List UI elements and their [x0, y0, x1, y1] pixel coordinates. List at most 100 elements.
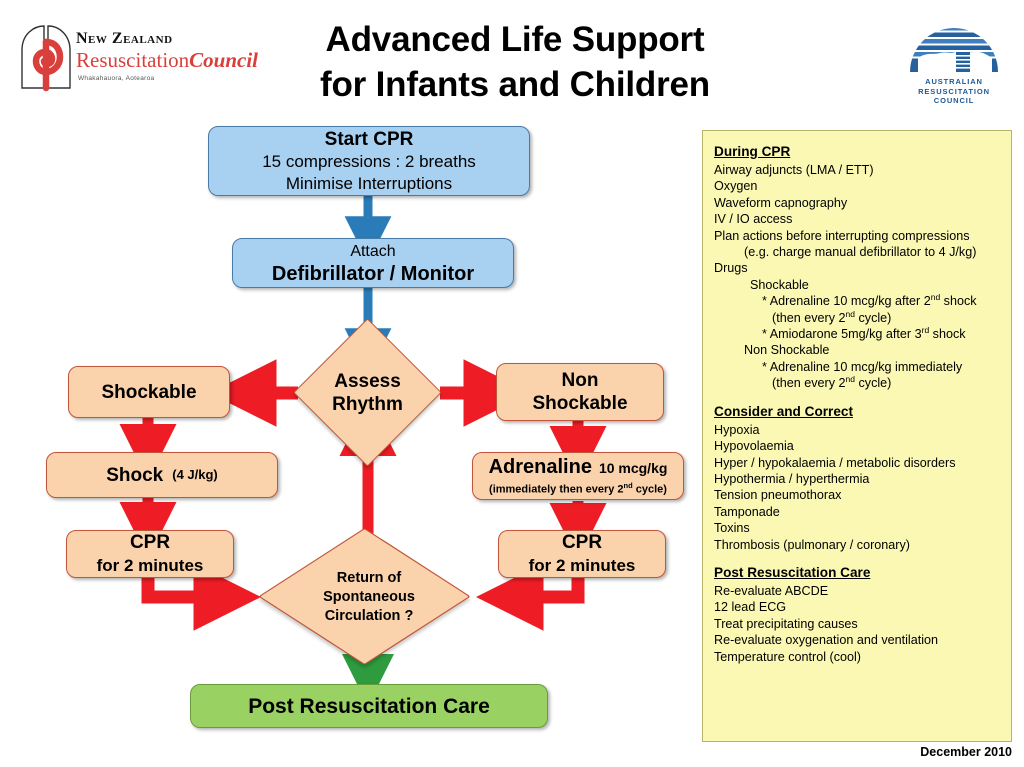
dc9-text: (then every 2: [772, 310, 846, 325]
page-title: Advanced Life Support for Infants and Ch…: [250, 17, 780, 107]
nz-logo-line2: ResuscitationCouncil: [76, 48, 258, 73]
during-cpr-item-10: * Amiodarone 5mg/kg after 3rd shock: [714, 326, 1002, 342]
cpr-left-line1: CPR: [129, 532, 171, 553]
adrenaline-main-row: Adrenaline 10 mcg/kg: [489, 456, 668, 479]
panel-spacer-1: [714, 392, 1002, 403]
assess-line2: Rhythm: [332, 393, 403, 415]
during-cpr-item-11: Non Shockable: [744, 343, 830, 358]
assess-rhythm-label: Assess Rhythm: [315, 340, 420, 445]
shock-label: Shock: [106, 464, 164, 486]
post-care-label: Post Resuscitation Care: [248, 694, 490, 718]
during-cpr-item-7: Shockable: [750, 277, 809, 292]
rosc-line3: Circulation ?: [324, 607, 414, 624]
post-resus-item-2: Treat precipitating causes: [714, 616, 858, 631]
rosc-line2: Spontaneous: [323, 588, 415, 605]
dc13-sup: nd: [845, 374, 855, 385]
nz-logo-council: Council: [189, 48, 259, 72]
during-cpr-item-0: Airway adjuncts (LMA / ETT): [714, 163, 874, 177]
adrenaline-note: (immediately then every 2nd cycle): [489, 479, 667, 497]
consider-item-7: Thrombosis (pulmonary / coronary): [714, 537, 910, 552]
consider-item-2: Hyper / hypokalaemia / metabolic disorde…: [714, 455, 956, 470]
nz-logo-line1: New Zealand: [76, 30, 173, 47]
nz-logo-line3: Whakahauora, Aotearoa: [78, 75, 155, 82]
title-line-2: for Infants and Children: [320, 65, 710, 104]
dc9-end: cycle): [854, 310, 892, 325]
start-cpr-line2: 15 compressions : 2 breaths: [262, 151, 476, 171]
shockable-label: Shockable: [101, 381, 197, 403]
node-post-resuscitation-care[interactable]: Post Resuscitation Care: [190, 684, 548, 728]
during-cpr-item-1: Oxygen: [714, 179, 758, 194]
consider-item-1: Hypovolaemia: [714, 439, 794, 454]
dc9-sup: nd: [845, 308, 855, 319]
post-resus-item-3: Re-evaluate oxygenation and ventilation: [714, 633, 939, 648]
cpr-left-line2: for 2 minutes: [96, 556, 204, 575]
post-resus-item-0: Re-evaluate ABCDE: [714, 583, 829, 598]
dc10-end: shock: [929, 327, 966, 342]
consider-heading: Consider and Correct: [714, 403, 853, 419]
consider-item-6: Toxins: [714, 521, 750, 536]
node-assess-rhythm[interactable]: Assess Rhythm: [293, 318, 442, 467]
title-line-1: Advanced Life Support: [325, 20, 705, 59]
australia-dome-icon: [910, 28, 998, 72]
dc10-sup: rd: [921, 324, 930, 335]
during-cpr-item-4: Plan actions before interrupting compres…: [714, 228, 970, 243]
node-cpr-right[interactable]: CPR for 2 minutes: [498, 530, 666, 578]
node-non-shockable[interactable]: Non Shockable: [496, 363, 664, 421]
panel-spacer-2: [714, 553, 1002, 564]
post-resus-heading: Post Resuscitation Care: [714, 564, 871, 580]
adrenaline-note-a: (immediately then every 2: [489, 483, 624, 496]
during-cpr-item-8: * Adrenaline 10 mcg/kg after 2nd shock: [714, 293, 1002, 309]
start-cpr-title: Start CPR: [324, 128, 414, 150]
adrenaline-note-sup: nd: [623, 480, 633, 490]
consider-item-5: Tamponade: [714, 504, 780, 519]
koru-mark-icon: [21, 25, 71, 92]
adrenaline-dose: 10 mcg/kg: [598, 459, 668, 476]
nz-resuscitation-council-logo: New Zealand ResuscitationCouncil Whakaha…: [18, 22, 258, 100]
australian-resuscitation-council-logo: AUSTRALIAN RESUSCITATION COUNCIL: [900, 16, 1008, 112]
during-cpr-item-13: (then every 2nd cycle): [714, 375, 1002, 391]
info-panel: During CPR Airway adjuncts (LMA / ETT) O…: [702, 130, 1012, 742]
start-cpr-line3: Minimise Interruptions: [285, 173, 453, 193]
node-shock[interactable]: Shock (4 J/kg): [46, 452, 278, 498]
consider-item-3: Hypothermia / hyperthermia: [714, 471, 870, 486]
assess-line1: Assess: [334, 370, 401, 392]
during-cpr-item-6: Drugs: [714, 261, 748, 276]
node-rosc-label[interactable]: Return of Spontaneous Circulation ?: [290, 562, 448, 632]
dc8-text: * Adrenaline 10 mcg/kg after 2: [762, 294, 931, 309]
post-resus-item-4: Temperature control (cool): [714, 649, 861, 664]
nz-logo-resuscitation: Resuscitation: [76, 48, 190, 72]
arc-logo-line2: RESUSCITATION: [918, 86, 990, 96]
arc-logo-line1: AUSTRALIAN: [925, 77, 983, 86]
node-adrenaline[interactable]: Adrenaline 10 mcg/kg (immediately then e…: [472, 452, 684, 500]
post-resus-item-1: 12 lead ECG: [714, 600, 787, 615]
node-attach-defibrillator[interactable]: Attach Defibrillator / Monitor: [232, 238, 514, 288]
attach-line2: Defibrillator / Monitor: [271, 262, 475, 285]
node-cpr-left[interactable]: CPR for 2 minutes: [66, 530, 234, 578]
consider-item-4: Tension pneumothorax: [714, 488, 842, 503]
during-cpr-item-9: (then every 2nd cycle): [714, 308, 1002, 326]
shock-dose: (4 J/kg): [172, 467, 218, 482]
during-cpr-heading: During CPR: [714, 144, 791, 159]
arc-logo-text: AUSTRALIAN RESUSCITATION COUNCIL: [900, 77, 1008, 106]
dc13-text: (then every 2: [772, 376, 846, 391]
during-cpr-item-12: * Adrenaline 10 mcg/kg immediately: [762, 359, 963, 374]
during-cpr-item-3: IV / IO access: [714, 212, 793, 227]
arc-logo-line3: COUNCIL: [933, 96, 975, 105]
cpr-right-line1: CPR: [561, 532, 603, 553]
dc8-end: shock: [940, 294, 977, 309]
rosc-line1: Return of: [336, 569, 402, 586]
adrenaline-note-b: cycle): [632, 483, 667, 496]
consider-item-0: Hypoxia: [714, 422, 760, 437]
during-cpr-item-5: (e.g. charge manual defibrillator to 4 J…: [744, 245, 977, 260]
date-stamp: December 2010: [920, 745, 1012, 759]
node-shockable[interactable]: Shockable: [68, 366, 230, 418]
node-start-cpr[interactable]: Start CPR 15 compressions : 2 breaths Mi…: [208, 126, 530, 196]
adrenaline-label: Adrenaline: [488, 455, 592, 478]
dc10-text: * Amiodarone 5mg/kg after 3: [762, 327, 922, 342]
non-shockable-line2: Shockable: [532, 393, 628, 414]
attach-line1: Attach: [350, 242, 396, 260]
non-shockable-line1: Non: [561, 370, 599, 391]
dc8-sup: nd: [930, 292, 941, 303]
dc13-end: cycle): [854, 376, 892, 391]
